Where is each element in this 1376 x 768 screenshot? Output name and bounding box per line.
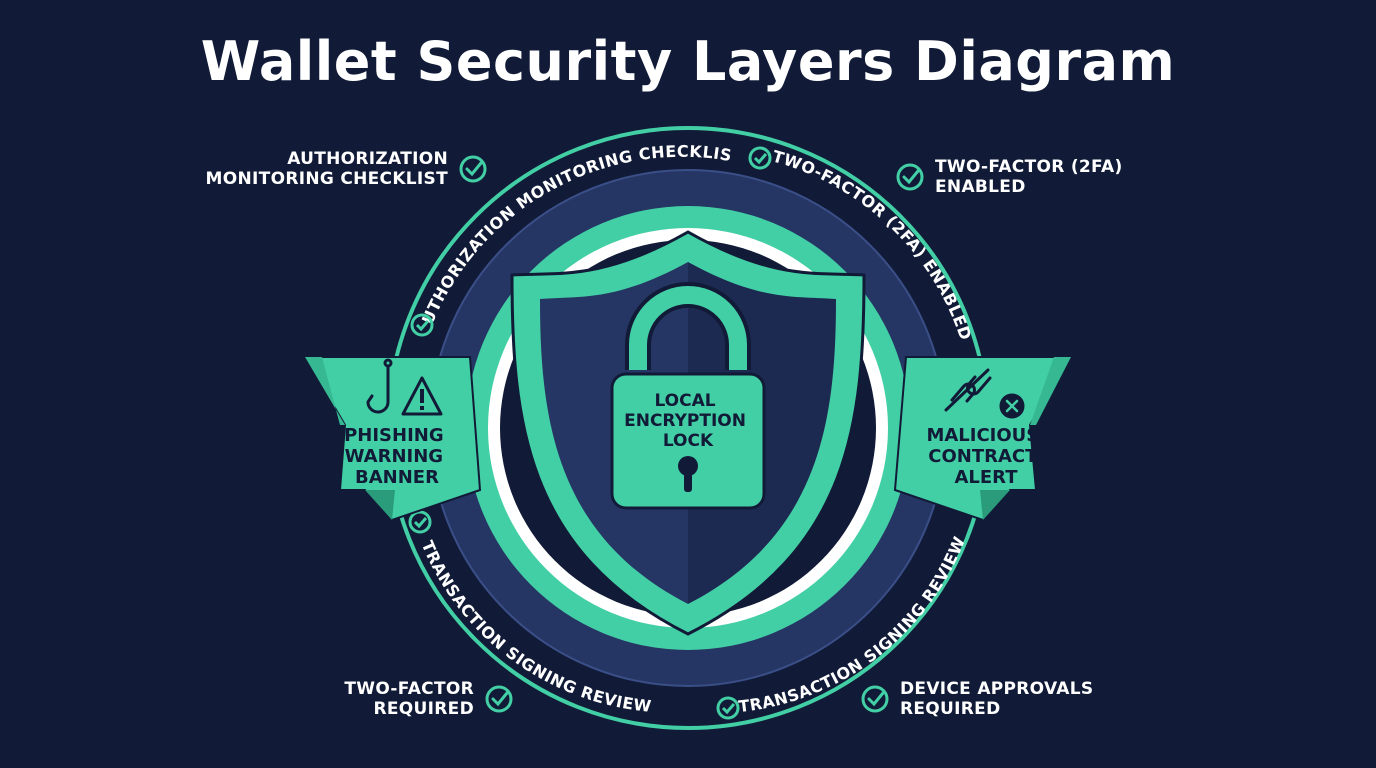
warning-triangle-icon <box>401 376 443 416</box>
callout-text: REQUIRED <box>373 699 474 719</box>
padlock-icon <box>610 282 766 510</box>
callout-top-right: TWO-FACTOR (2FA) ENABLED <box>895 157 1123 197</box>
phishing-warning-banner <box>303 356 482 522</box>
callout-bottom-right: DEVICE APPROVALS REQUIRED <box>860 679 1093 719</box>
fishing-hook-icon <box>366 358 393 414</box>
check-circle-icon <box>459 155 487 183</box>
ring-check-icon <box>408 510 432 534</box>
center-label: LOCAL ENCRYPTION LOCK <box>624 391 752 451</box>
ring-check-icon <box>716 696 740 720</box>
callout-text: REQUIRED <box>900 699 1001 719</box>
broken-link-icon <box>944 368 1025 419</box>
callout-text: TWO-FACTOR <box>344 679 474 699</box>
check-circle-icon <box>861 685 889 713</box>
malicious-contract-banner <box>893 356 1073 522</box>
left-banner-label: PHISHING WARNING BANNER <box>344 425 450 488</box>
page-title: Wallet Security Layers Diagram <box>200 30 1176 93</box>
right-banner-label: MALICIOUS CONTRACT ALERT <box>926 425 1045 488</box>
ring-check-icon <box>410 313 434 337</box>
callout-bottom-left: TWO-FACTOR REQUIRED <box>344 679 514 719</box>
check-circle-icon <box>896 163 924 191</box>
callout-text: AUTHORIZATION <box>287 149 448 169</box>
callout-text: MONITORING CHECKLIST <box>205 169 448 189</box>
check-circle-icon <box>485 685 513 713</box>
callout-text: TWO-FACTOR (2FA) <box>935 157 1123 177</box>
callout-top-left: AUTHORIZATION MONITORING CHECKLIST <box>206 149 488 189</box>
ring-check-icon <box>748 146 772 170</box>
callout-text: DEVICE APPROVALS <box>900 679 1094 699</box>
callout-text: ENABLED <box>935 177 1026 197</box>
